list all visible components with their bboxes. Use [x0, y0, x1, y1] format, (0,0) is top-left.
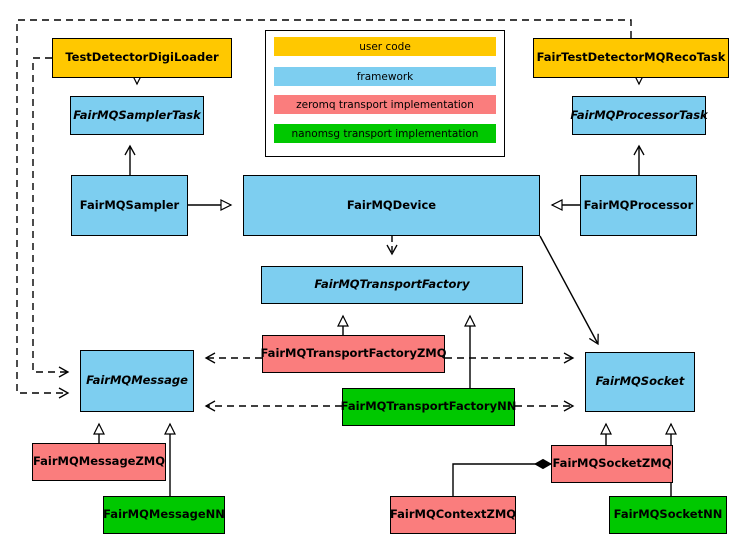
class-node-fairmqmessage[interactable]: FairMQMessage	[80, 350, 194, 412]
class-node-label: FairMQTransportFactory	[314, 277, 470, 292]
legend-label-framework: framework	[356, 70, 414, 83]
class-node-fairmqsampler[interactable]: FairMQSampler	[71, 175, 188, 236]
class-node-label: FairMQProcessorTask	[570, 107, 708, 122]
class-node-fairmqsocketnn[interactable]: FairMQSocketNN	[609, 496, 727, 534]
class-node-fairtestdetectormqrecotask[interactable]: FairTestDetectorMQRecoTask	[533, 38, 729, 78]
class-node-fairmqmessagezmq[interactable]: FairMQMessageZMQ	[32, 443, 166, 481]
class-node-fairmqsocketzmq[interactable]: FairMQSocketZMQ	[551, 445, 673, 483]
class-node-label: FairMQProcessor	[583, 197, 694, 212]
class-node-label: FairTestDetectorMQRecoTask	[536, 50, 726, 65]
edge-digiloader-message	[32, 57, 70, 378]
class-node-fairmqdevice[interactable]: FairMQDevice	[243, 175, 540, 236]
class-node-label: FairMQMessageNN	[103, 507, 225, 522]
class-node-label: FairMQTransportFactoryNN	[340, 399, 517, 414]
class-node-fairmqcontextzmq[interactable]: FairMQContextZMQ	[390, 496, 516, 534]
legend-item-user-code: user code	[274, 37, 496, 56]
class-node-label: FairMQContextZMQ	[389, 507, 517, 522]
class-node-label: TestDetectorDigiLoader	[65, 50, 219, 65]
edge-recotask-message	[16, 19, 632, 399]
class-node-fairmqtransportfactoryzmq[interactable]: FairMQTransportFactoryZMQ	[260, 335, 447, 373]
class-node-fairmqtransportfactory[interactable]: FairMQTransportFactory	[261, 266, 523, 304]
class-node-fairmqprocessortask[interactable]: FairMQProcessorTask	[570, 96, 708, 135]
class-node-label: FairMQDevice	[346, 197, 437, 212]
legend-label-zeromq: zeromq transport implementation	[296, 98, 474, 111]
class-node-label: FairMQSocketZMQ	[552, 456, 672, 471]
class-node-label: FairMQSocketNN	[613, 507, 723, 522]
legend-label-nanomsg: nanomsg transport implementation	[291, 127, 479, 140]
legend-label-user-code: user code	[359, 40, 411, 53]
class-node-label: FairMQMessage	[86, 373, 188, 388]
class-node-fairmqsocket[interactable]: FairMQSocket	[585, 352, 695, 412]
edge-device-socket	[539, 235, 599, 346]
class-node-label: FairMQTransportFactoryZMQ	[260, 346, 447, 361]
edge-socketzmq-contextzmq	[452, 464, 551, 496]
class-node-fairmqtransportfactorynn[interactable]: FairMQTransportFactoryNN	[340, 388, 517, 426]
legend-item-zeromq: zeromq transport implementation	[274, 95, 496, 114]
class-node-fairmqprocessor[interactable]: FairMQProcessor	[580, 175, 697, 236]
legend-item-nanomsg: nanomsg transport implementation	[274, 124, 496, 143]
legend-item-framework: framework	[274, 67, 496, 86]
class-node-fairmqsamplertask[interactable]: FairMQSamplerTask	[70, 96, 204, 135]
class-node-label: FairMQSocket	[595, 374, 685, 389]
class-node-testdetectordigiloader[interactable]: TestDetectorDigiLoader	[52, 38, 232, 78]
class-node-label: FairMQMessageZMQ	[32, 454, 166, 469]
class-node-fairmqmessagenn[interactable]: FairMQMessageNN	[103, 496, 225, 534]
class-node-label: FairMQSamplerTask	[73, 107, 201, 122]
class-node-label: FairMQSampler	[79, 197, 180, 212]
